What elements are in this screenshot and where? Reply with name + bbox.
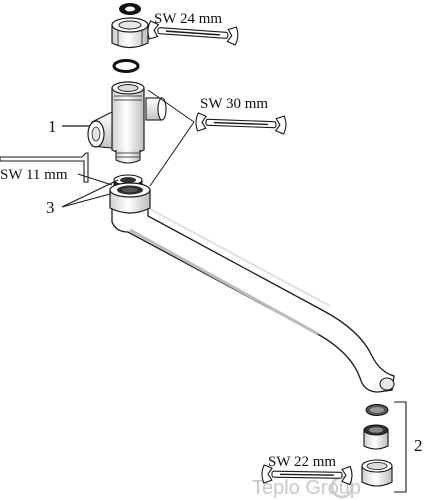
watermark-text: Teplo Group [252, 477, 361, 499]
diverter-body [87, 81, 167, 164]
callout-3: 3 [46, 198, 55, 217]
sw30-leader [149, 121, 195, 187]
wrench-icon [195, 112, 287, 135]
label-sw24: SW 24 mm [154, 11, 222, 27]
callout-3-leader [61, 179, 119, 208]
callout-2: 2 [414, 436, 423, 455]
callout-3-leader [61, 193, 111, 208]
sw30-leader [147, 89, 195, 123]
label-sw11: SW 11 mm [0, 167, 68, 183]
spout [109, 182, 395, 393]
sw11-leader [77, 173, 113, 186]
top-nut [111, 17, 149, 49]
label-sw30: SW 30 mm [200, 96, 268, 112]
o-ring-icon [112, 59, 140, 73]
callout-2-bracket [394, 401, 407, 493]
callout-1: 1 [48, 117, 57, 136]
top-washer [119, 3, 141, 15]
hex-key-icon [0, 152, 89, 183]
wrench-icon [147, 20, 239, 46]
wrench-icon [261, 464, 353, 486]
label-sw22: SW 22 mm [268, 454, 336, 470]
aerator-icon [361, 404, 393, 487]
